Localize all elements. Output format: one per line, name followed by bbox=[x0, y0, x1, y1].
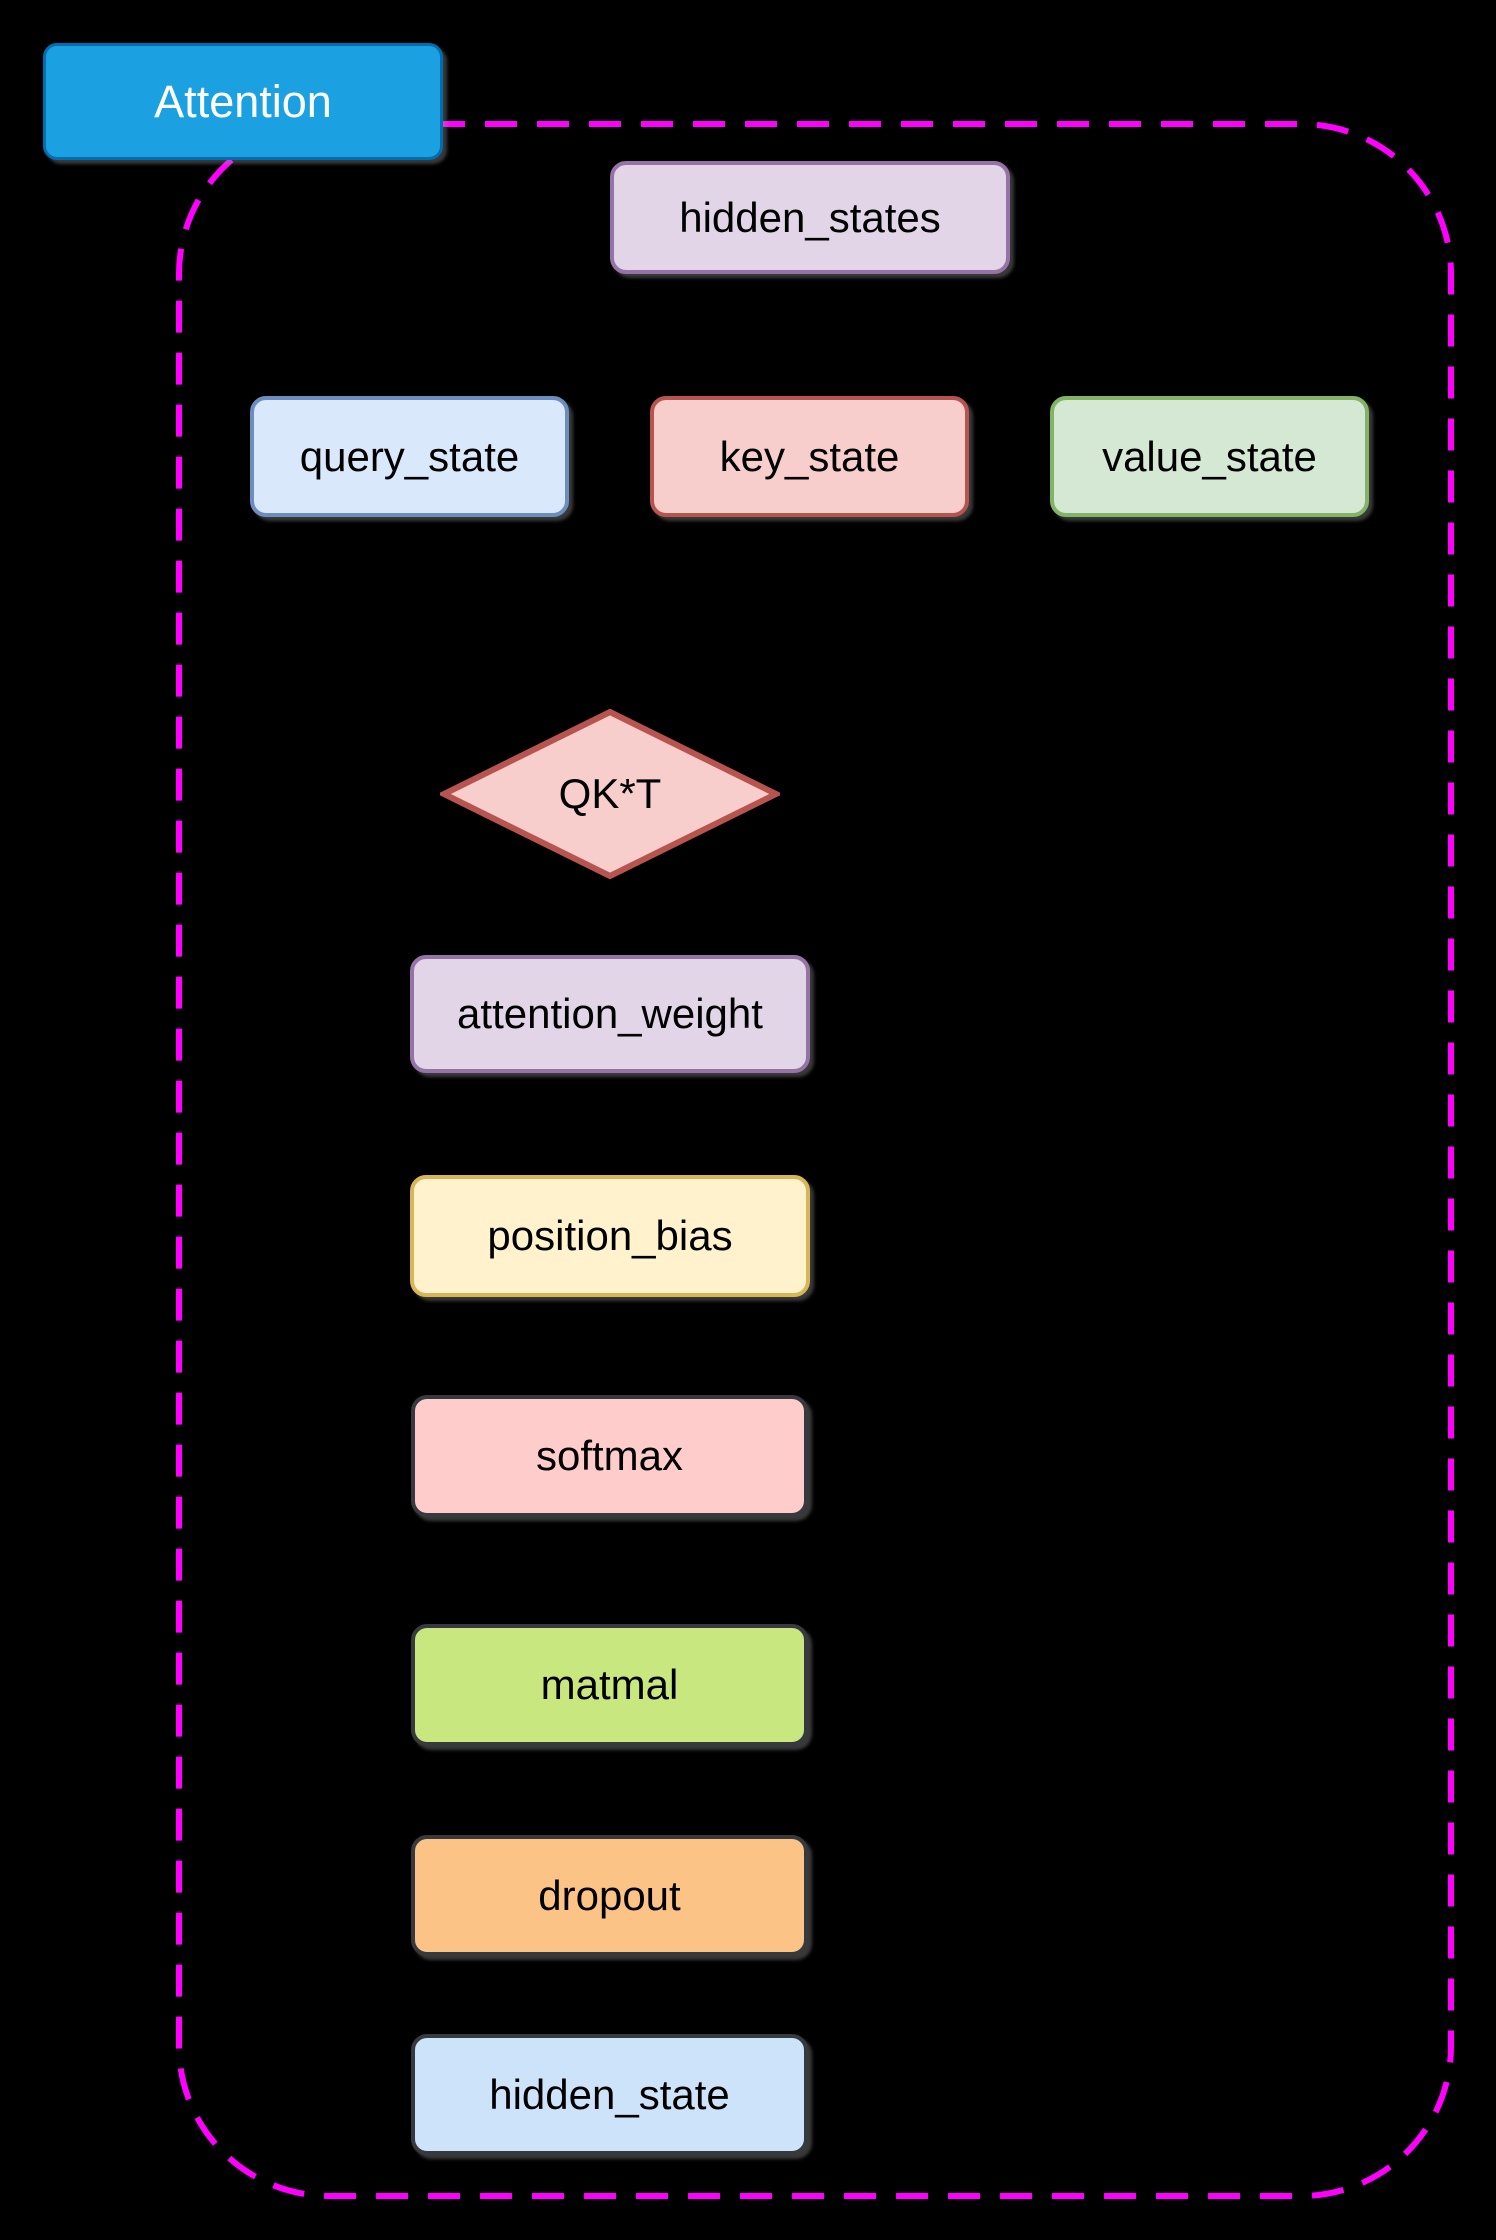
attention-title-node: Attention bbox=[43, 43, 443, 160]
node-query-state: query_state bbox=[250, 396, 569, 517]
node-matmal-label: matmal bbox=[540, 1661, 679, 1708]
node-softmax-label: softmax bbox=[535, 1432, 684, 1479]
node-hidden-state-label: hidden_state bbox=[489, 2070, 730, 2118]
node-attention-weight-label: attention_weight bbox=[457, 990, 763, 1037]
attention-title-label: Attention bbox=[154, 75, 332, 127]
node-key-state-label: key_state bbox=[719, 432, 900, 480]
node-hidden-state: hidden_state bbox=[411, 2034, 808, 2155]
node-position-bias: position_bias bbox=[410, 1175, 810, 1297]
node-hidden-states: hidden_states bbox=[610, 161, 1010, 274]
node-value-state-label: value_state bbox=[1102, 432, 1317, 480]
node-position-bias-label: position_bias bbox=[487, 1212, 733, 1259]
node-value-state: value_state bbox=[1050, 396, 1369, 517]
node-key-state: key_state bbox=[650, 396, 969, 517]
node-qkt-label: QK*T bbox=[558, 770, 662, 817]
qkt-diamond-shape bbox=[440, 708, 780, 880]
node-hidden-states-label: hidden_states bbox=[679, 193, 941, 241]
node-attention-weight: attention_weight bbox=[410, 955, 810, 1073]
qkt-diamond-polygon bbox=[440, 708, 780, 880]
node-dropout: dropout bbox=[411, 1835, 808, 1956]
node-qkt-diamond: QK*T bbox=[440, 708, 780, 880]
node-dropout-label: dropout bbox=[538, 1871, 681, 1919]
node-softmax: softmax bbox=[411, 1395, 808, 1517]
node-query-state-label: query_state bbox=[299, 432, 520, 480]
node-matmal: matmal bbox=[411, 1624, 808, 1746]
